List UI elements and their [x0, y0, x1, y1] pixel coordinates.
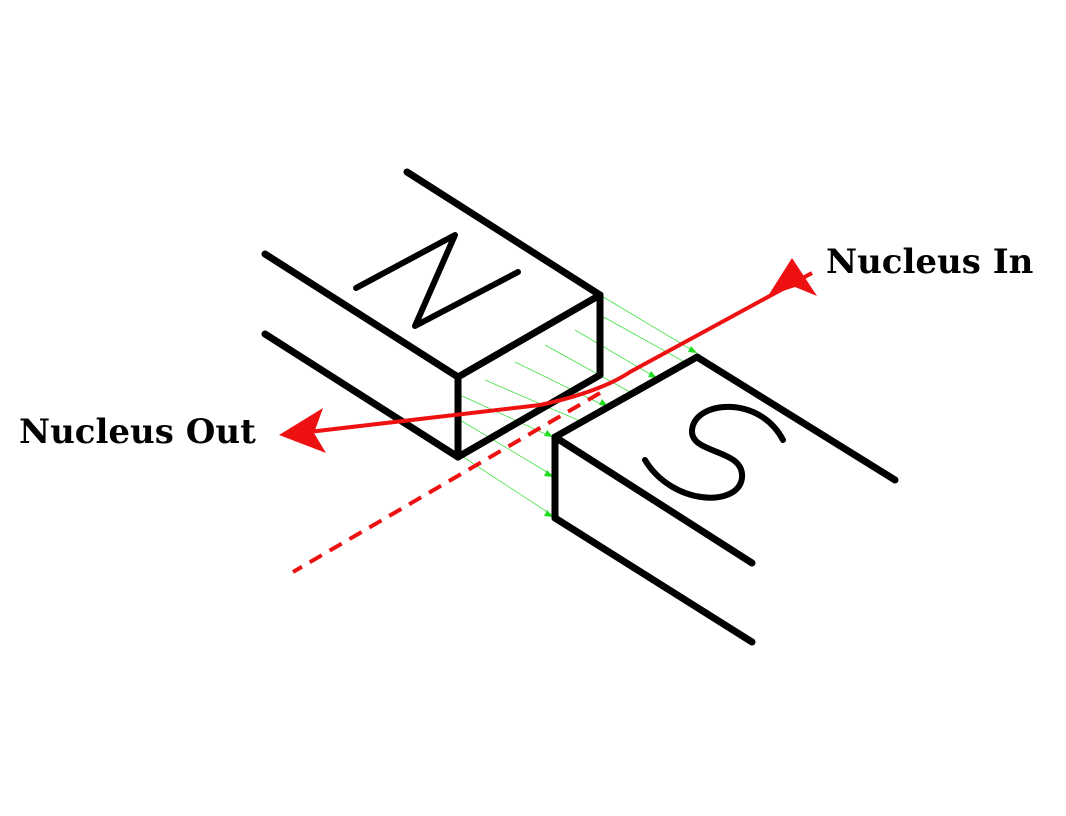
field-line — [459, 454, 553, 516]
nucleus-out-label: Nucleus Out — [19, 412, 256, 452]
south-bottom-edge — [551, 514, 756, 646]
south-face-top-edge — [551, 353, 701, 441]
north-top-front-edge — [261, 250, 462, 381]
north-top-back-edge — [403, 168, 604, 299]
field-line — [459, 419, 553, 476]
south-magnet — [551, 353, 899, 646]
field-arrowhead — [599, 399, 608, 406]
north-letter — [353, 232, 521, 329]
field-arrowhead — [648, 371, 657, 378]
south-letter — [642, 403, 786, 501]
deflected-path — [299, 271, 813, 435]
field-arrowhead — [544, 470, 553, 477]
north-face-bottom-edge — [454, 371, 604, 461]
field-arrowhead — [544, 510, 553, 517]
field-arrowhead — [688, 346, 697, 353]
field-arrowhead — [544, 430, 553, 437]
field-arrowheads — [544, 346, 697, 517]
north-bottom-edge — [261, 330, 462, 461]
outgoing-arrowhead — [279, 408, 326, 453]
nucleus-in-label: Nucleus In — [826, 242, 1033, 282]
field-line — [574, 329, 656, 378]
field-line — [544, 344, 631, 393]
incoming-arrowhead — [768, 258, 817, 296]
south-top-front-edge — [551, 433, 756, 567]
north-face-top-edge — [454, 291, 604, 381]
undeflected-path — [291, 391, 602, 574]
field-line — [599, 314, 691, 366]
field-lines — [459, 294, 698, 516]
nucleus-path — [279, 258, 817, 574]
field-line — [484, 379, 579, 421]
south-top-back-edge — [693, 353, 899, 484]
north-magnet — [261, 168, 604, 461]
